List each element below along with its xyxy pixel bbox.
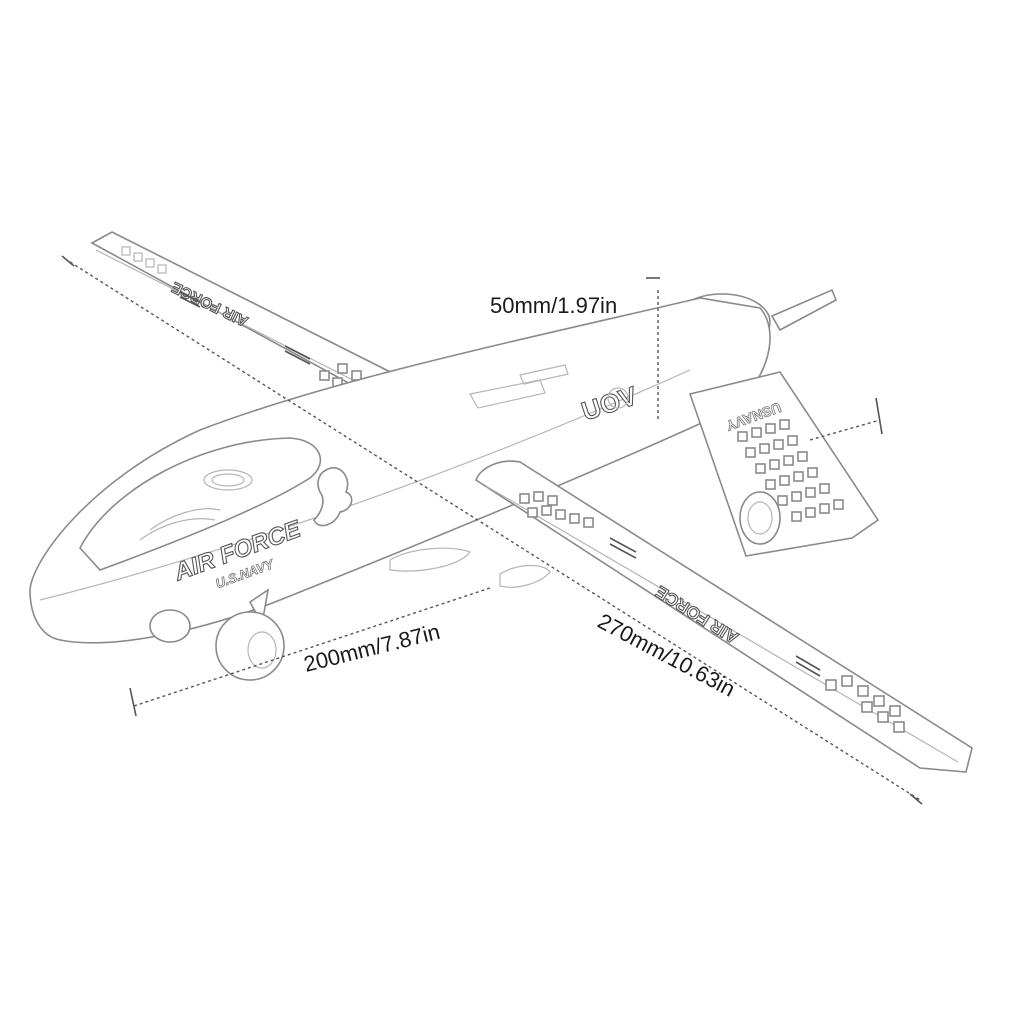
length-dimension-line [129, 587, 491, 717]
height-dimension-label: 50mm/1.97in [490, 293, 617, 318]
wingspan-dimension-line [61, 255, 923, 805]
eagle-emblem-icon [313, 467, 353, 527]
front-wheel [149, 588, 285, 681]
right-wing: AIR FORCE [475, 460, 973, 773]
right-wing-checker-pattern [519, 491, 905, 733]
underwing-pods [389, 547, 551, 588]
length-dimension-label: 200mm/7.87in [301, 619, 442, 677]
tail-fin: USNAVY [688, 371, 880, 557]
cockpit-canopy [79, 437, 322, 571]
height-dimension-line [646, 277, 883, 441]
rear-wheel [739, 491, 781, 545]
tail-checker-pattern [737, 419, 844, 522]
